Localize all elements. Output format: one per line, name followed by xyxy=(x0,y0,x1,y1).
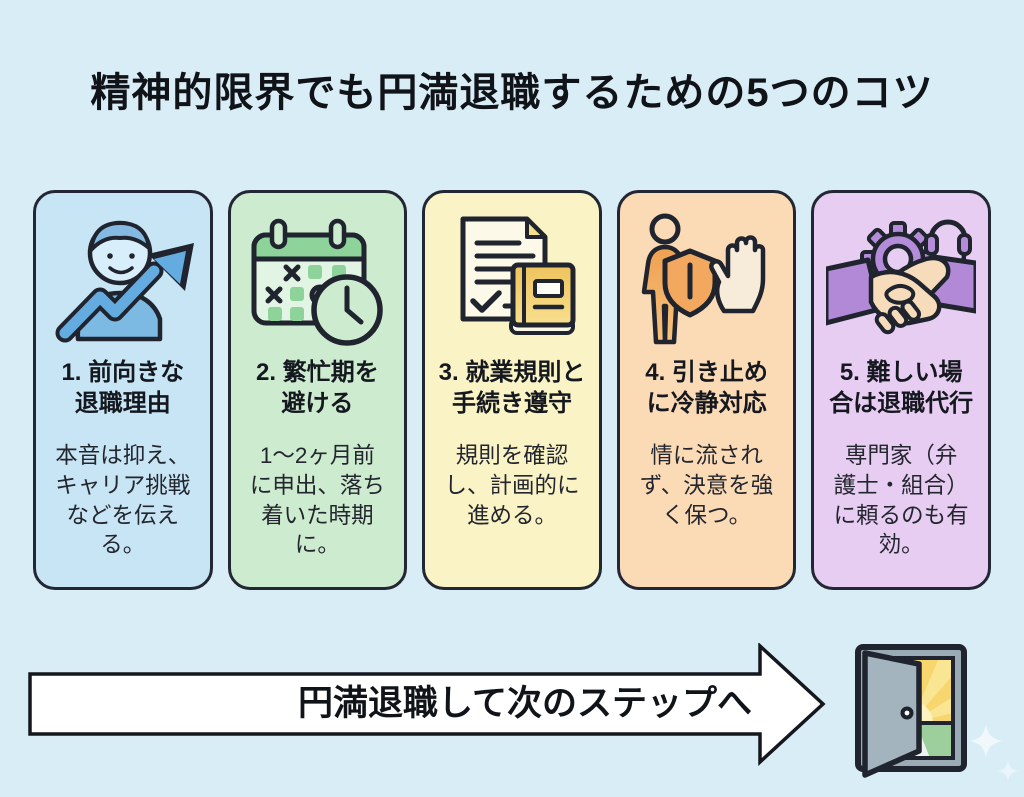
card-title: 3. 就業規則と 手続き遵守 xyxy=(438,359,586,418)
card-body: 規則を確認 し、計画的に 進める。 xyxy=(444,443,580,528)
card-title: 1. 前向きな 退職理由 xyxy=(61,359,185,418)
card-resignation-agency: 5. 難しい場 合は退職代行 専門家（弁 護士・組合） に頼るのも有 効。 xyxy=(811,190,991,590)
calendar-clock-icon xyxy=(239,205,397,351)
person-growth-arrow-icon xyxy=(44,205,202,351)
sparkle-icon xyxy=(998,761,1018,781)
tips-card-row: 1. 前向きな 退職理由 本音は抑え、 キャリア挑戦 などを伝え る。 xyxy=(0,190,1024,590)
document-book-icon xyxy=(433,205,591,351)
card-body: 情に流され ず、決意を強 く保つ。 xyxy=(639,443,774,528)
card-avoid-busy-season: 2. 繁忙期を 避ける 1〜2ヶ月前 に申出、落ち 着いた時期 に。 xyxy=(227,190,408,590)
card-title: 2. 繁忙期を 避ける xyxy=(256,359,379,418)
card-calm-response: 4. 引き止め に冷静対応 情に流され ず、決意を強 く保つ。 xyxy=(616,190,797,590)
person-shield-stop-icon xyxy=(628,205,786,351)
open-door-icon xyxy=(855,644,1018,781)
card-body: 1〜2ヶ月前 に申出、落ち 着いた時期 に。 xyxy=(249,443,385,558)
card-title: 4. 引き止め に冷静対応 xyxy=(645,359,768,418)
card-body: 本音は抑え、 キャリア挑戦 などを伝え る。 xyxy=(55,443,191,558)
card-follow-rules: 3. 就業規則と 手続き遵守 規則を確認 し、計画的に 進める。 xyxy=(422,190,602,590)
bottom-banner: 円満退職して次のステップへ xyxy=(0,615,1024,797)
page-title: 精神的限界でも円満退職するための5つのコツ xyxy=(90,71,934,115)
card-body: 専門家（弁 護士・組合） に頼るのも有 効。 xyxy=(833,443,969,558)
arrow-label: 円満退職して次のステップへ xyxy=(298,684,752,723)
card-title: 5. 難しい場 合は退職代行 xyxy=(829,359,974,418)
handshake-support-icon xyxy=(822,205,980,351)
forward-arrow-shape xyxy=(28,643,826,766)
sparkle-icon xyxy=(970,725,1002,757)
card-positive-reason: 1. 前向きな 退職理由 本音は抑え、 キャリア挑戦 などを伝え る。 xyxy=(33,190,213,590)
